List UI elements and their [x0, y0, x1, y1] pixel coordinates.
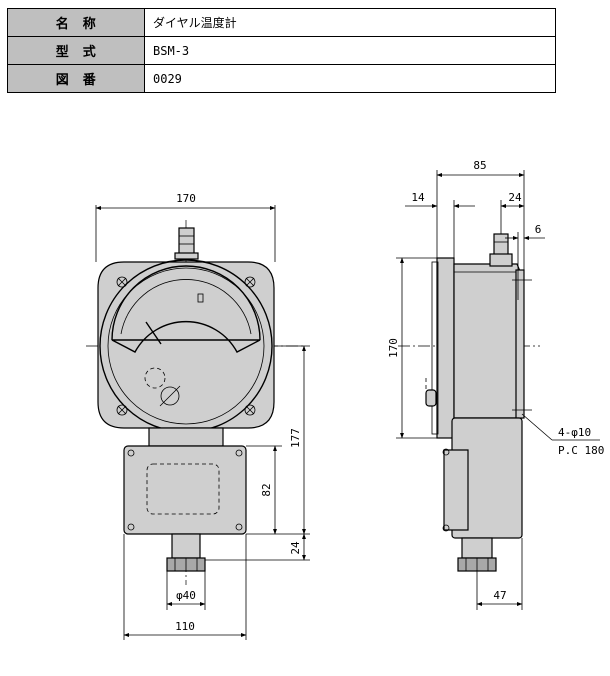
dim-side-height: 170 [387, 338, 400, 358]
side-view [398, 233, 540, 572]
dim-front-width: 170 [176, 192, 196, 205]
dim-side-depth: 85 [473, 159, 486, 172]
dim-box-height: 82 [260, 483, 273, 496]
corner-screw-br [244, 404, 256, 416]
front-dimensions: 170 177 82 24 φ40 110 [95, 192, 310, 640]
spec-row-model: 型 式 BSM-3 [7, 36, 556, 65]
side-dimensions: 85 14 24 6 170 47 4-φ10 P.C 180 [387, 159, 604, 610]
spec-table: 名 称 ダイヤル温度計 型 式 BSM-3 図 番 0029 [7, 8, 556, 93]
dim-bottom-depth: 47 [493, 589, 506, 602]
dim-stem-offset: 6 [535, 223, 542, 236]
dim-bottom-offset: 24 [289, 541, 302, 555]
dim-front-height: 177 [289, 428, 302, 448]
spec-row-drawing-no: 図 番 0029 [7, 64, 556, 93]
dim-box-width: 110 [175, 620, 195, 633]
dim-stem-diameter: φ40 [176, 589, 196, 602]
dim-pitch-circle: P.C 180 [558, 444, 604, 457]
dim-holes: 4-φ10 [558, 426, 591, 439]
front-view [86, 220, 305, 585]
spec-value-drawing-no: 0029 [144, 64, 556, 93]
dim-flange-offset: 14 [411, 191, 425, 204]
corner-screw-bl [116, 404, 128, 416]
spec-value-model: BSM-3 [144, 36, 556, 65]
spec-row-name: 名 称 ダイヤル温度計 [7, 8, 556, 37]
dim-top-offset: 24 [508, 191, 522, 204]
corner-screw-tr [244, 276, 256, 288]
corner-screw-tl [116, 276, 128, 288]
spec-key-drawing-no: 図 番 [7, 64, 145, 93]
spec-key-name: 名 称 [7, 8, 145, 37]
